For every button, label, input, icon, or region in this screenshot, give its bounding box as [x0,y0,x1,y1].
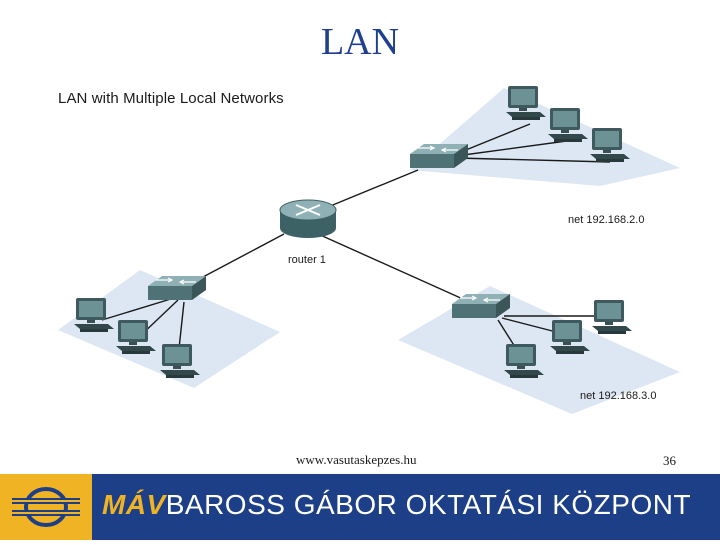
pc-icon [506,86,546,120]
website-url[interactable]: www.vasutaskepzes.hu [296,452,417,467]
router-icon [279,199,337,238]
page-number: 36 [663,453,676,468]
network-label-top: net 192.168.2.0 [568,214,645,226]
router-label: router 1 [288,254,326,266]
pc-icon [592,300,632,334]
footer-brand-mav: MÁV [102,489,166,520]
lan-plane-left [58,270,280,388]
lan-plane-top [410,88,680,186]
footer-brand-name: BAROSS GÁBOR OKTATÁSI KÖZPONT [165,489,692,520]
mav-logo-icon [0,474,92,540]
network-label-bottom: net 192.168.3.0 [580,390,657,402]
link-router-switch-bottom [317,233,475,305]
footer-brand: MÁVBAROSS GÁBOR OKTATÁSI KÖZPONT [102,489,691,521]
footer-bar [0,474,720,540]
network-diagram [44,76,680,440]
slide-title: LAN [320,21,400,63]
diagram-title: LAN with Multiple Local Networks [58,90,284,107]
